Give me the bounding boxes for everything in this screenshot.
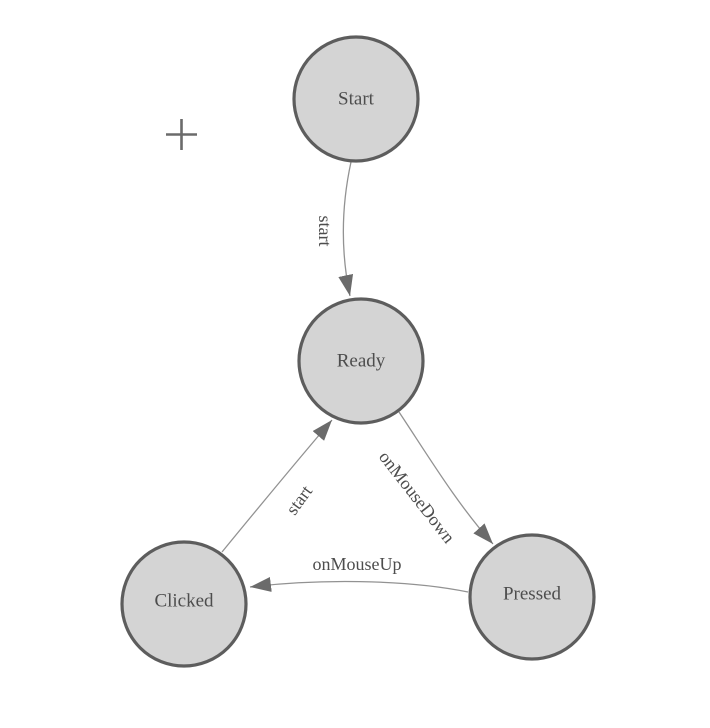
state-label-clicked: Clicked <box>154 591 214 612</box>
transition-ready-to-pressed[interactable]: onMouseDown <box>375 411 494 547</box>
transition-label-start-2: start <box>282 482 316 519</box>
state-label-start: Start <box>338 89 375 110</box>
transition-line-ready-to-pressed[interactable] <box>398 411 494 545</box>
transition-line-start-to-ready[interactable] <box>338 161 354 297</box>
transition-clicked-to-ready[interactable]: start <box>221 419 333 553</box>
transition-label-start: start <box>315 216 335 247</box>
state-label-ready: Ready <box>337 351 386 372</box>
state-node-pressed[interactable]: Pressed <box>468 533 596 661</box>
origin-cross-icon <box>166 119 197 150</box>
state-circle-start[interactable] <box>292 35 420 163</box>
state-circle-pressed[interactable] <box>468 533 596 661</box>
transition-label-onmouseup: onMouseUp <box>313 554 402 574</box>
state-node-clicked[interactable]: Clicked <box>120 540 248 668</box>
transition-label-onmousedown: onMouseDown <box>375 447 459 547</box>
transition-line-clicked-to-ready[interactable] <box>221 419 333 553</box>
transition-start-to-ready[interactable]: start <box>315 161 354 297</box>
state-node-ready[interactable]: Ready <box>297 297 425 425</box>
transition-pressed-to-clicked[interactable]: onMouseUp <box>249 554 469 593</box>
state-circle-ready[interactable] <box>297 297 425 425</box>
state-circle-clicked[interactable] <box>120 540 248 668</box>
state-label-pressed: Pressed <box>503 584 562 605</box>
transition-line-pressed-to-clicked[interactable] <box>249 577 469 593</box>
state-node-start[interactable]: Start <box>292 35 420 163</box>
